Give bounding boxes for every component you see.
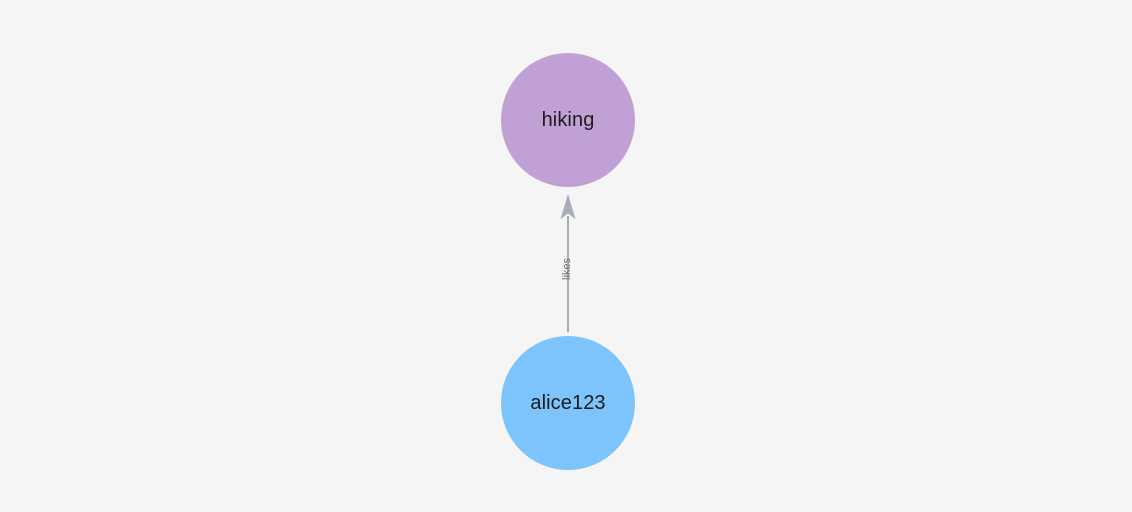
edge-arrowhead-icon xyxy=(560,194,576,219)
graph-node-label: alice123 xyxy=(530,392,606,414)
graph-node-label: hiking xyxy=(541,109,595,131)
graph-node-hiking[interactable]: hiking xyxy=(501,53,635,187)
graph-node-alice123[interactable]: alice123 xyxy=(501,336,635,470)
edge-alice123-likes-hiking[interactable] xyxy=(560,194,576,332)
